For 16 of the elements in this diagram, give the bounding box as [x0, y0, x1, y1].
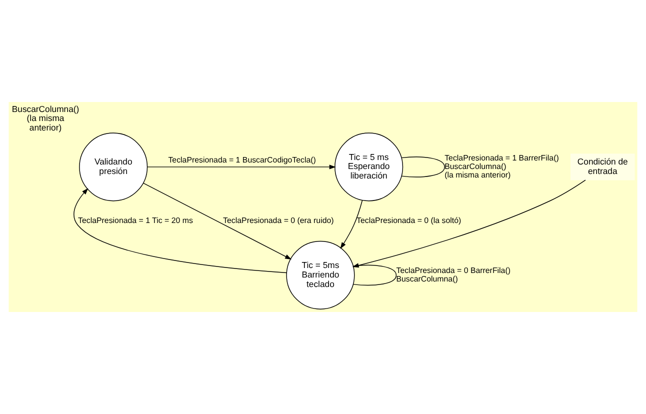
arrow [340, 200, 363, 249]
arrow [142, 182, 292, 260]
edge-label: TeclaPresionada = 0 (la soltó) [356, 216, 462, 226]
edge-label: TeclaPresionada = 0 (era ruido) [223, 216, 334, 226]
node-label: BuscarColumna() (la misma anterior) [12, 104, 80, 133]
edge-label: TeclaPresionada = 1 Tic = 20 ms [78, 216, 193, 226]
connector [401, 156, 445, 178]
connector [352, 264, 397, 286]
edge-label: TeclaPresionada = 0 BarrerFila() BuscarColumna() [396, 266, 511, 284]
node-circle: Tic = 5 ms Esperando liberación [334, 132, 404, 202]
edge-label: TeclaPresionada = 1 BarrerFila() BuscarColumna() (la misma anterior) [444, 153, 559, 180]
node-circle: Validando presión [79, 132, 148, 202]
arrow [146, 164, 336, 170]
arrow [74, 188, 287, 274]
edge-label: TeclaPresionada = 1 BuscarCodigoTecla() [168, 155, 316, 164]
node-box: Condición de entrada [570, 154, 635, 180]
